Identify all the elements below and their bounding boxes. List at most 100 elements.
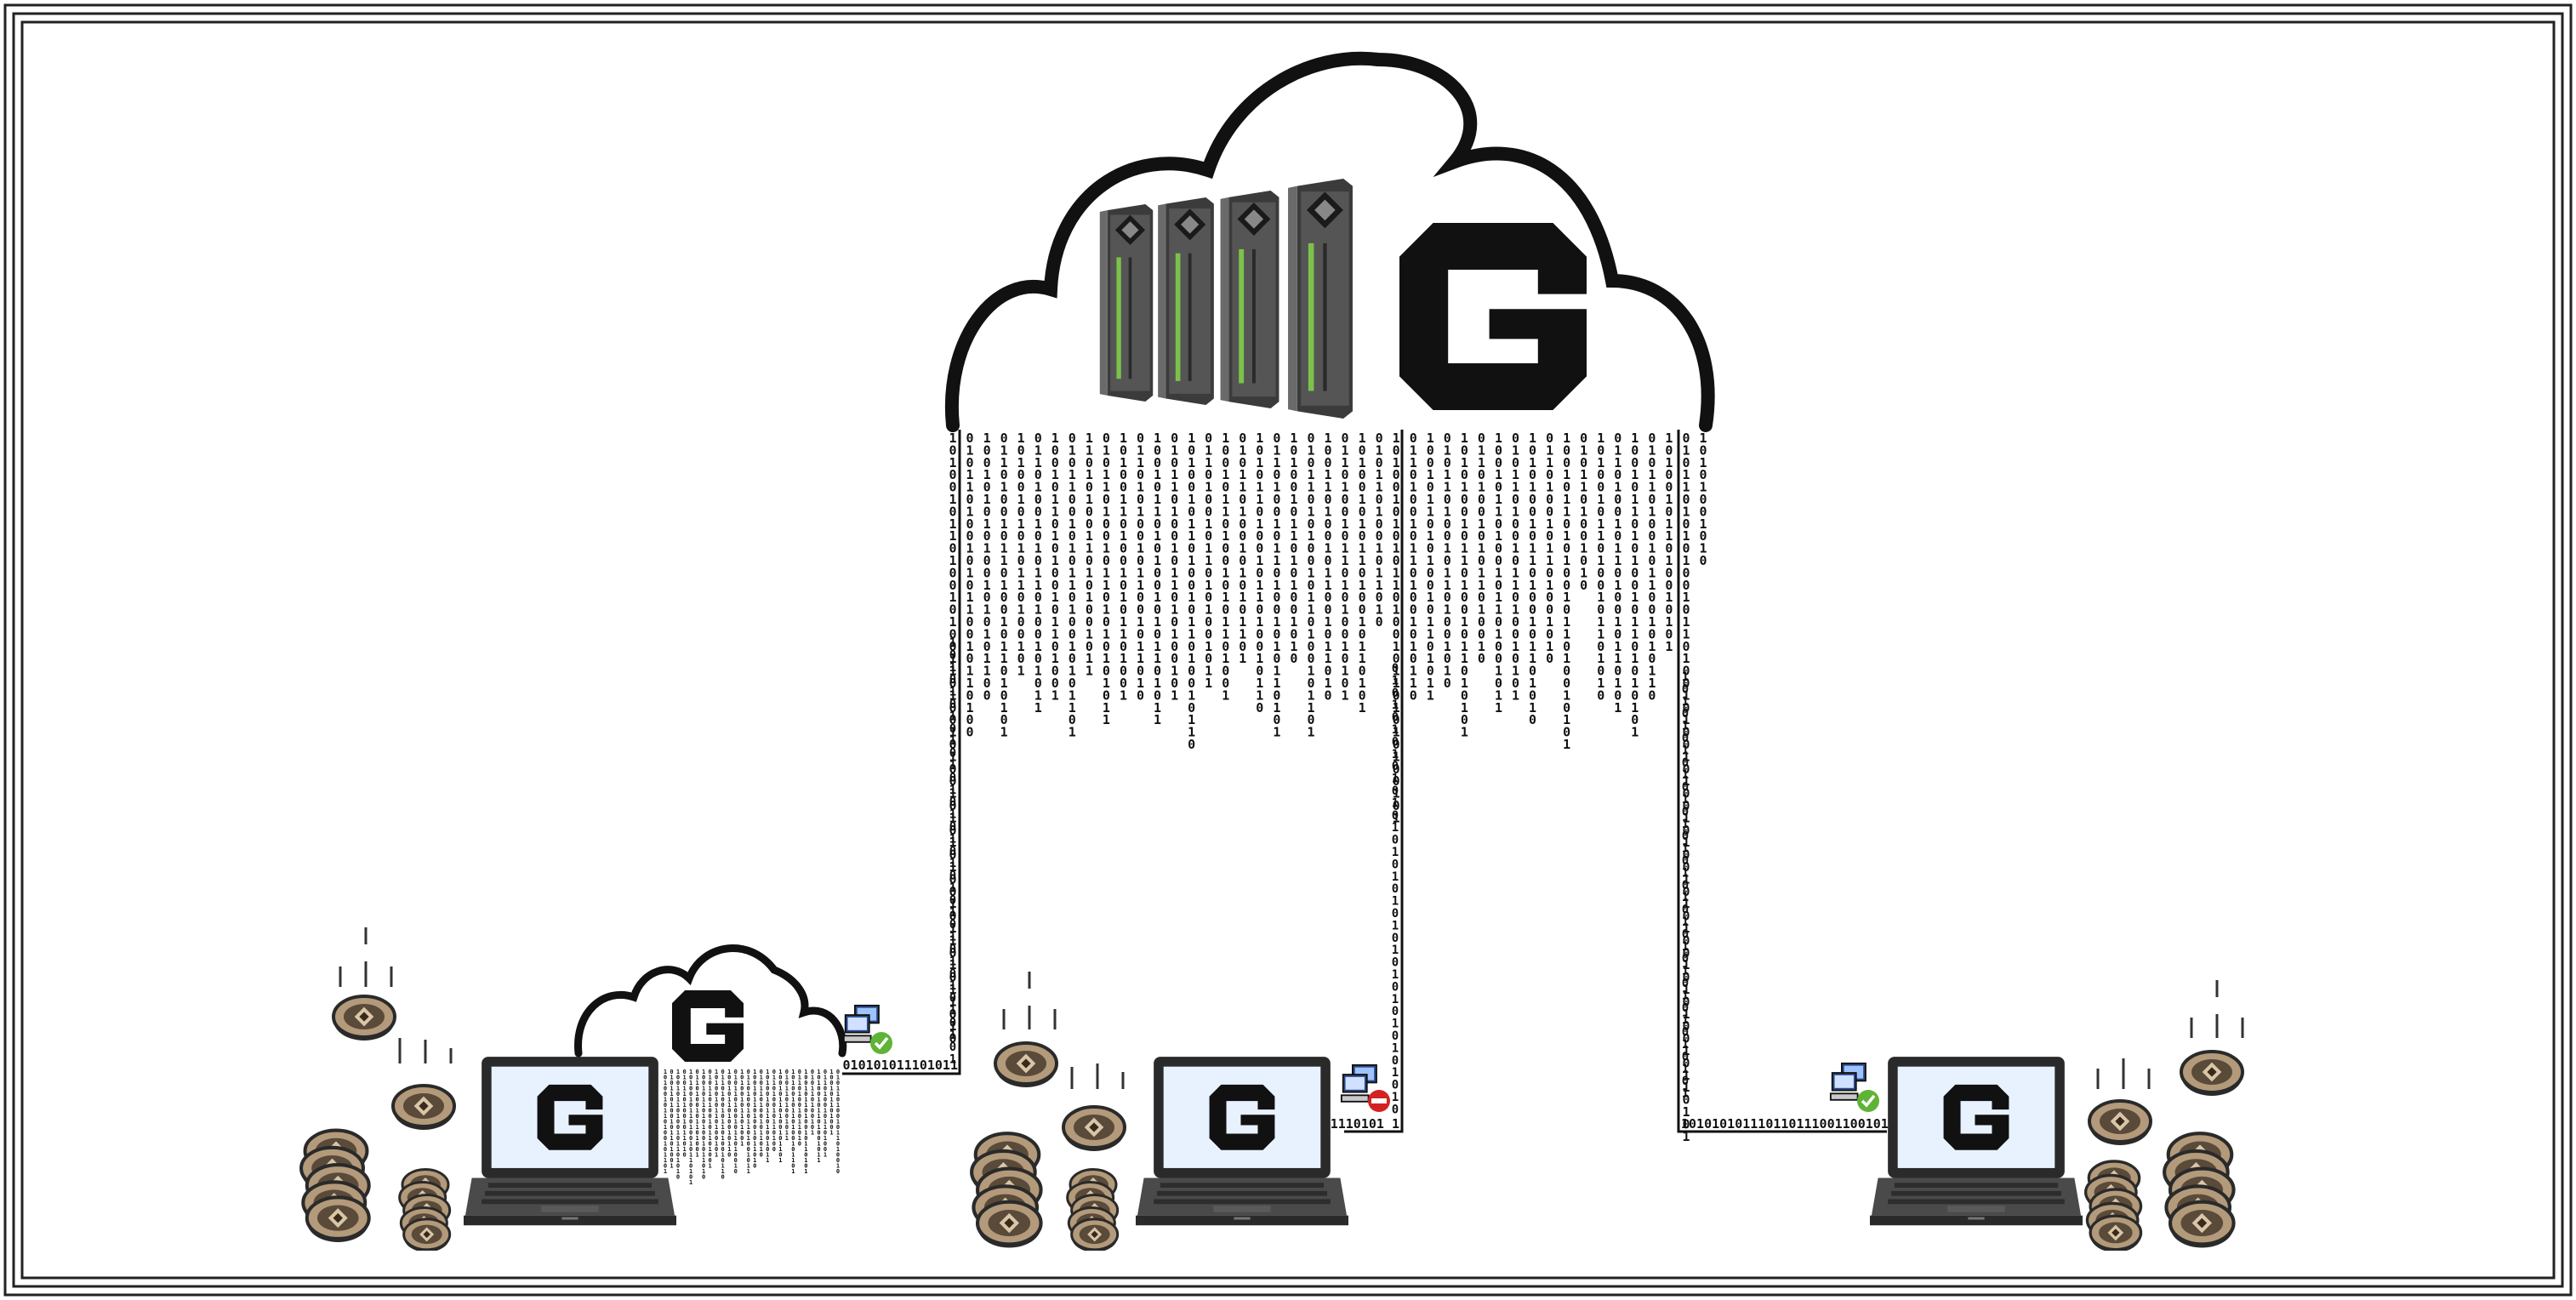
server-rack: [1158, 197, 1214, 405]
coin-icon: [391, 1084, 456, 1132]
server-rack: [1099, 204, 1154, 402]
link-left-horizontal-bits: 010101011101011: [843, 1058, 958, 1073]
network-status-right: [1829, 1062, 1879, 1112]
server-rack: [1288, 179, 1353, 419]
laptop-right: [1870, 1057, 2083, 1225]
small-cloud: [574, 944, 847, 1062]
connection-lines: [842, 430, 1887, 1133]
coins-left: [301, 927, 456, 1252]
coin-stack-icon: [2086, 1161, 2141, 1252]
coin-stack-icon: [400, 1170, 450, 1252]
laptop-left: [464, 1057, 676, 1225]
coin-stack-icon: [2164, 1133, 2233, 1247]
network-status-left: [842, 1004, 892, 1054]
link-middle-horizontal-bits: 1110101 1: [1331, 1116, 1399, 1132]
coin-icon: [332, 995, 396, 1042]
coin-stack-icon: [1068, 1170, 1118, 1252]
server-rack: [1220, 191, 1279, 408]
coin-icon: [994, 1041, 1058, 1089]
link-right-horizontal-bits: 10101010111011011100110010101: [1681, 1116, 1904, 1132]
coins-right: [2086, 980, 2244, 1252]
laptop-middle: [1136, 1057, 1348, 1225]
coin-stack-icon: [301, 1131, 369, 1242]
network-status-middle: [1340, 1063, 1390, 1112]
page-frame: [3, 3, 2573, 1297]
coin-icon: [1062, 1105, 1126, 1153]
coin-stack-icon: [972, 1133, 1040, 1247]
coin-icon: [2180, 1050, 2244, 1098]
coins-middle: [972, 972, 1126, 1252]
